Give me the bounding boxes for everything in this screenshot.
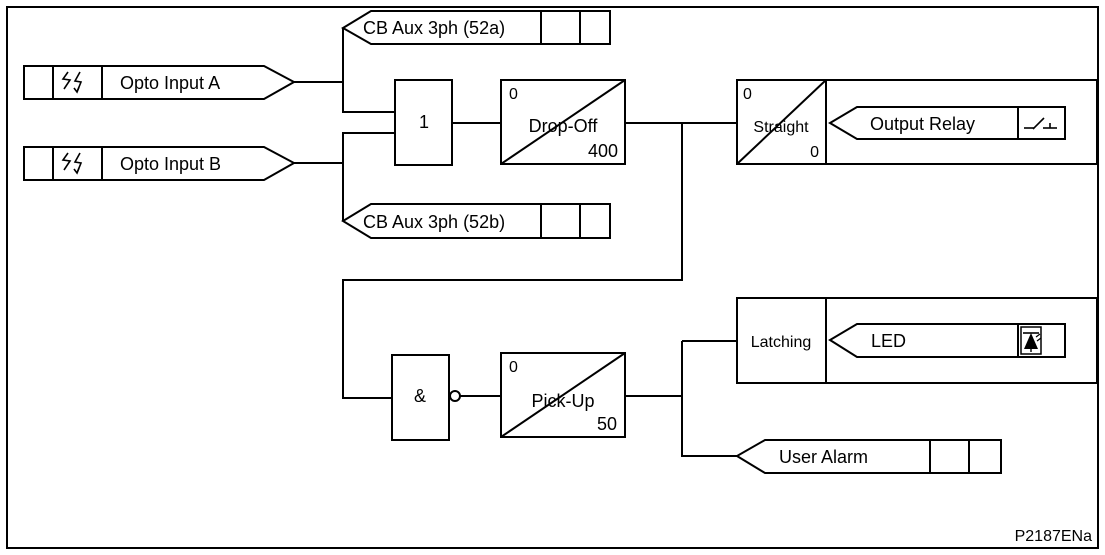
cb-aux-52b-label: CB Aux 3ph (52b)	[363, 212, 505, 232]
and-gate-label: &	[414, 386, 426, 406]
pickup-output-wires	[625, 340, 737, 457]
dropoff-bottom-value: 400	[588, 141, 618, 161]
opto-input-a: Opto Input A	[23, 65, 297, 100]
straight-top-value: 0	[743, 86, 752, 103]
dropoff-top-value: 0	[509, 86, 518, 103]
pickup-bottom-value: 50	[597, 414, 617, 434]
led-label: LED	[871, 331, 906, 351]
output-relay-label: Output Relay	[870, 114, 975, 134]
latching-label: Latching	[751, 334, 812, 351]
user-alarm-signal: User Alarm	[735, 439, 1002, 474]
dropoff-conditioner: 0 Drop-Off 400	[500, 79, 626, 165]
pickup-label: Pick-Up	[531, 391, 594, 411]
cb-aux-52a-label: CB Aux 3ph (52a)	[363, 18, 505, 38]
led-signal: LED	[828, 323, 1066, 358]
dropoff-output-wires	[342, 122, 737, 399]
straight-label: Straight	[753, 119, 809, 136]
user-alarm-label: User Alarm	[779, 447, 868, 467]
opto-input-icon	[61, 152, 83, 175]
output-relay-signal: Output Relay	[828, 106, 1066, 140]
opto-input-a-label: Opto Input A	[120, 73, 220, 93]
opto-input-b-label: Opto Input B	[120, 154, 221, 174]
pickup-top-value: 0	[509, 359, 518, 376]
inverter-bubble	[449, 390, 461, 402]
dropoff-label: Drop-Off	[529, 116, 599, 136]
and-gate: &	[391, 354, 461, 441]
relay-contact-icon	[1024, 117, 1057, 130]
or-gate-label: 1	[419, 112, 429, 132]
figure-reference: P2187ENa	[1015, 528, 1092, 545]
opto-input-b: Opto Input B	[23, 146, 297, 181]
opto-input-icon	[61, 71, 83, 94]
led-icon	[1020, 326, 1042, 355]
pickup-conditioner: 0 Pick-Up 50	[500, 352, 626, 438]
cb-aux-52a-signal: CB Aux 3ph (52a)	[341, 10, 611, 45]
straight-bottom-value: 0	[810, 144, 819, 161]
input-wires	[294, 28, 395, 221]
or-gate: 1	[394, 79, 453, 166]
cb-aux-52b-signal: CB Aux 3ph (52b)	[341, 203, 611, 239]
